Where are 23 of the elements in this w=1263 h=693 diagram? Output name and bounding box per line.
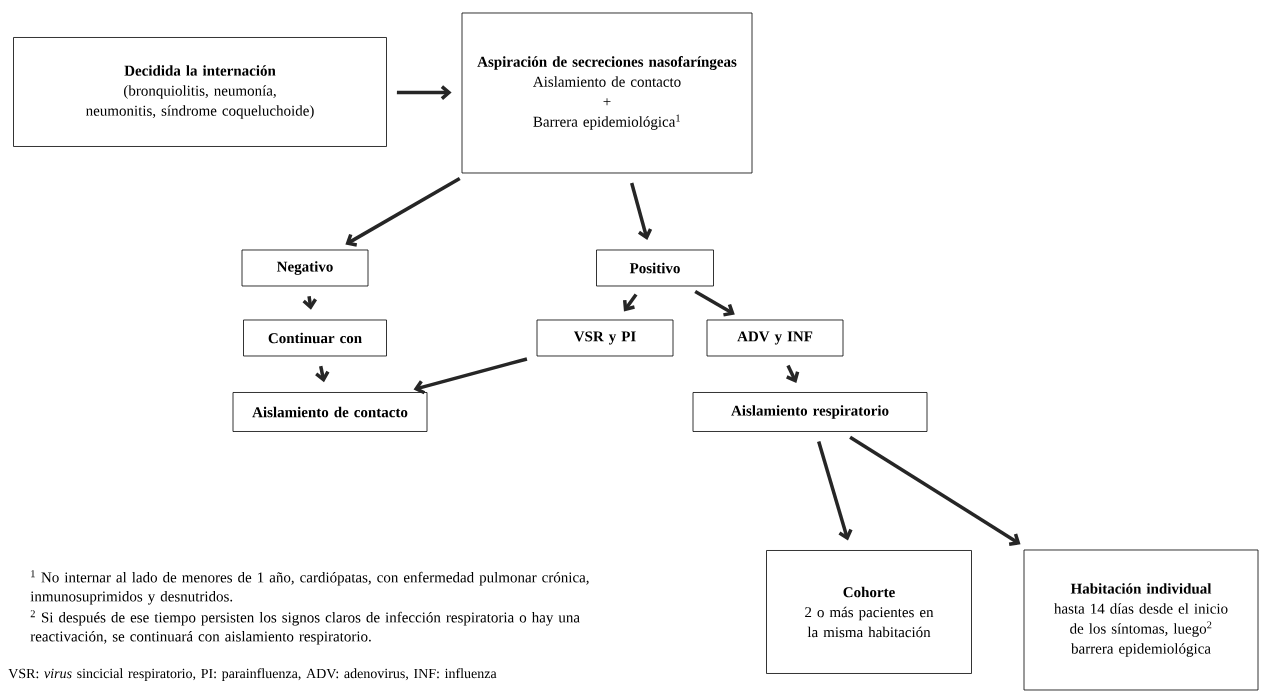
footnote-text: VSR: virus sincicial respiratorio, PI: parainfluenza, ADV: adenovirus, INF: influenza [8, 668, 497, 682]
footnote-text: $^{2}$ Si después de ese tiempo persisten los signos claros de infección respiratoria o hay una reactivación, se continuará con aislamiento respiratorio. [30, 610, 580, 645]
process-box: Aislamiento de contacto [232, 392, 428, 432]
process-box: Positivo [596, 249, 714, 287]
arrow [396, 85, 452, 100]
process-box: Decidida la internación (bronquiolitis, neumonía, neumonitis, síndrome coqueluchoide) [13, 37, 387, 147]
arrow [345, 176, 461, 247]
arrow [413, 357, 528, 395]
arrow [786, 364, 800, 384]
process-box: Continuar con [243, 319, 387, 357]
process-box: Habitación individual hasta 14 días desde el inicio de los síntomas, luego$^{2}$ barrera epidemiológica [1023, 549, 1259, 691]
arrow [622, 293, 638, 312]
process-box: Aspiración de secreciones nasofaríngeas Aislamiento de contacto + Barrera epidemiológica$^{1}$ [461, 12, 753, 174]
process-box: Cohorte 2 o más pacientes en la misma habitación [766, 550, 972, 674]
process-box: ADV y INF [706, 319, 844, 357]
footnote-text: $^{1}$ No internar al lado de menores de 1 año, cardiópatas, con enfermedad pulmonar crónica, inmunosuprimidos y desnutridos. [30, 570, 589, 605]
arrow [849, 435, 1021, 546]
arrow [817, 441, 853, 541]
process-box: Aislamiento respiratorio [692, 392, 928, 432]
arrow [630, 182, 653, 240]
process-box: Negativo [241, 249, 369, 287]
process-box: VSR y PI [536, 319, 674, 357]
arrow [694, 289, 735, 317]
